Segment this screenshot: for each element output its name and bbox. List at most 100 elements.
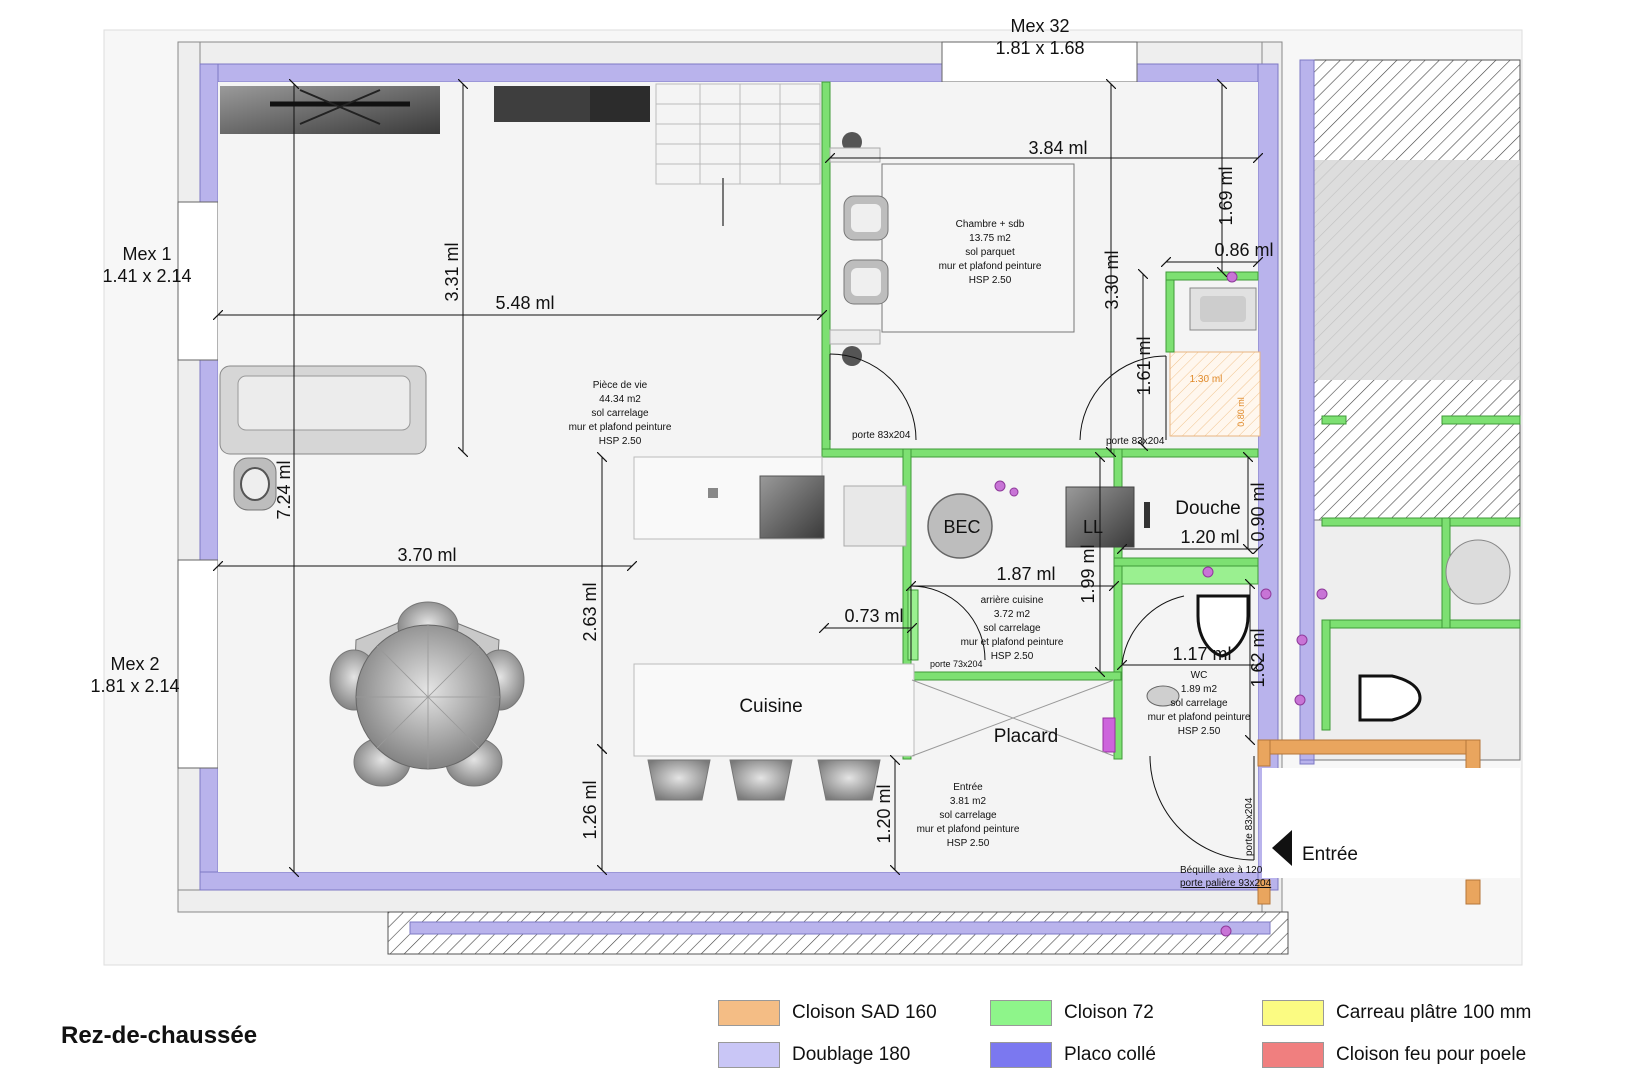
adjacent-room-gray xyxy=(1310,160,1520,380)
room-wc-name: WC xyxy=(1191,670,1208,681)
sdb-tile-zone xyxy=(1169,351,1261,437)
legend-item-placo: Placo collé xyxy=(990,1042,1156,1068)
legend-swatch xyxy=(990,1042,1052,1068)
room-chambre-floor: sol parquet xyxy=(965,247,1015,258)
bedroom-furniture xyxy=(829,132,1075,366)
dim-1-61: 1.61 ml xyxy=(1134,336,1154,395)
ll-label: LL xyxy=(1083,517,1103,537)
dim-7-24: 7.24 ml xyxy=(274,460,294,519)
mex1-name: Mex 1 xyxy=(122,244,171,264)
dim-0-90: 0.90 ml xyxy=(1248,482,1268,541)
dim-0-86: 0.86 ml xyxy=(1214,240,1273,260)
pouf xyxy=(233,457,277,511)
legend-swatch xyxy=(990,1000,1052,1026)
legend-item-carreau: Carreau plâtre 100 mm xyxy=(1262,1000,1531,1026)
room-chambre-walls: mur et plafond peinture xyxy=(939,261,1042,272)
room-entree-name: Entrée xyxy=(953,782,983,793)
legend-swatch xyxy=(718,1000,780,1026)
sofa xyxy=(219,365,427,455)
room-chambre-area: 13.75 m2 xyxy=(969,233,1011,244)
floor-title: Rez-de-chaussée xyxy=(61,1022,258,1049)
room-piece-vie-walls: mur et plafond peinture xyxy=(569,422,672,433)
dim-1-20-entree: 1.20 ml xyxy=(874,784,894,843)
legend-item-doublage: Doublage 180 xyxy=(718,1042,910,1068)
bar-stools xyxy=(647,759,881,801)
dim-1-17: 1.17 ml xyxy=(1172,644,1231,664)
dim-1-26: 1.26 ml xyxy=(580,780,600,839)
dim-1-20-douche: 1.20 ml xyxy=(1180,527,1239,547)
dim-5-48: 5.48 ml xyxy=(495,293,554,313)
wc-toilet xyxy=(1146,594,1250,707)
room-chambre: Chambre + sdb 13.75 m2 sol parquet mur e… xyxy=(939,219,1042,286)
room-entree-floor: sol carrelage xyxy=(939,810,997,821)
legend-label: Cloison 72 xyxy=(1064,1002,1154,1023)
room-chambre-name: Chambre + sdb xyxy=(956,219,1025,230)
room-piece-vie-floor: sol carrelage xyxy=(591,408,649,419)
dim-1-87: 1.87 ml xyxy=(996,564,1055,584)
porte-paliere-label: porte palière 93x204 xyxy=(1180,878,1272,889)
mex32-size: 1.81 x 1.68 xyxy=(995,38,1084,58)
room-arriere-cuisine-hsp: HSP 2.50 xyxy=(991,651,1034,662)
placard-cross xyxy=(911,679,1115,757)
legend-item-cloison72: Cloison 72 xyxy=(990,1000,1154,1026)
dim-0-80: 0.80 ml xyxy=(1236,397,1246,427)
adjacent-toilet xyxy=(1358,539,1511,722)
room-piece-vie-area: 44.34 m2 xyxy=(599,394,641,405)
placo-colle xyxy=(1102,717,1116,753)
dim-3-70: 3.70 ml xyxy=(397,545,456,565)
sad160-partition xyxy=(1257,739,1481,905)
window-openings xyxy=(177,41,1138,769)
room-wc: WC 1.89 m2 sol carrelage mur et plafond … xyxy=(1148,670,1251,737)
porte-cuisine-label: porte 73x204 xyxy=(930,659,983,669)
room-entree-area: 3.81 m2 xyxy=(950,796,987,807)
entree-arrow-label: Entrée xyxy=(1302,844,1358,865)
room-arriere-cuisine-name: arrière cuisine xyxy=(981,595,1044,606)
legend-label: Placo collé xyxy=(1064,1044,1156,1065)
mex32-name: Mex 32 xyxy=(1010,16,1069,36)
sdb-sink xyxy=(1189,287,1257,331)
porte-wc-label: porte 83x204 xyxy=(1244,797,1255,856)
dim-1-30: 1.30 ml xyxy=(1190,374,1223,385)
porte-sdb-label: porte 83x204 xyxy=(1106,436,1165,447)
room-wc-floor: sol carrelage xyxy=(1170,698,1228,709)
legend-item-sad160: Cloison SAD 160 xyxy=(718,1000,937,1026)
dim-3-30: 3.30 ml xyxy=(1102,250,1122,309)
porte-chambre-label: porte 83x204 xyxy=(852,430,911,441)
room-entree-walls: mur et plafond peinture xyxy=(917,824,1020,835)
dim-1-69: 1.69 ml xyxy=(1216,166,1236,225)
legend-swatch xyxy=(1262,1000,1324,1026)
room-entree: Entrée 3.81 m2 sol carrelage mur et plaf… xyxy=(917,782,1020,849)
room-wc-area: 1.89 m2 xyxy=(1181,684,1218,695)
room-arriere-cuisine-floor: sol carrelage xyxy=(983,623,1041,634)
room-arriere-cuisine-walls: mur et plafond peinture xyxy=(961,637,1064,648)
placard-label: Placard xyxy=(994,726,1058,747)
cuisine-label: Cuisine xyxy=(739,696,802,717)
bequille-label: Béquille axe à 120 xyxy=(1180,865,1263,876)
dim-3-84: 3.84 ml xyxy=(1028,138,1087,158)
kitchen-units xyxy=(633,456,915,757)
bec-label: BEC xyxy=(943,517,980,537)
room-piece-vie-hsp: HSP 2.50 xyxy=(599,436,642,447)
dim-0-73: 0.73 ml xyxy=(844,606,903,626)
dim-2-63: 2.63 ml xyxy=(580,582,600,641)
room-arriere-cuisine-area: 3.72 m2 xyxy=(994,609,1031,620)
dining-table xyxy=(329,601,525,787)
sideboard xyxy=(220,86,650,134)
mex1-size: 1.41 x 2.14 xyxy=(102,266,191,286)
staircase xyxy=(655,83,821,226)
room-piece-vie: Pièce de vie 44.34 m2 sol carrelage mur … xyxy=(569,380,672,447)
legend-label: Carreau plâtre 100 mm xyxy=(1336,1002,1532,1023)
mex2-name: Mex 2 xyxy=(110,654,159,674)
plumbing-points xyxy=(994,271,1328,937)
douche-label: Douche xyxy=(1175,498,1241,519)
cloison72-partitions xyxy=(821,81,1521,760)
legend-label: Doublage 180 xyxy=(792,1044,911,1065)
dim-1-99: 1.99 ml xyxy=(1078,544,1098,603)
entry-landing xyxy=(1262,768,1520,878)
room-piece-vie-name: Pièce de vie xyxy=(593,380,648,391)
legend-swatch xyxy=(1262,1042,1324,1068)
room-wc-walls: mur et plafond peinture xyxy=(1148,712,1251,723)
legend-label: Cloison feu pour poele xyxy=(1336,1044,1527,1065)
legend-item-cloison-feu: Cloison feu pour poele xyxy=(1262,1042,1526,1068)
